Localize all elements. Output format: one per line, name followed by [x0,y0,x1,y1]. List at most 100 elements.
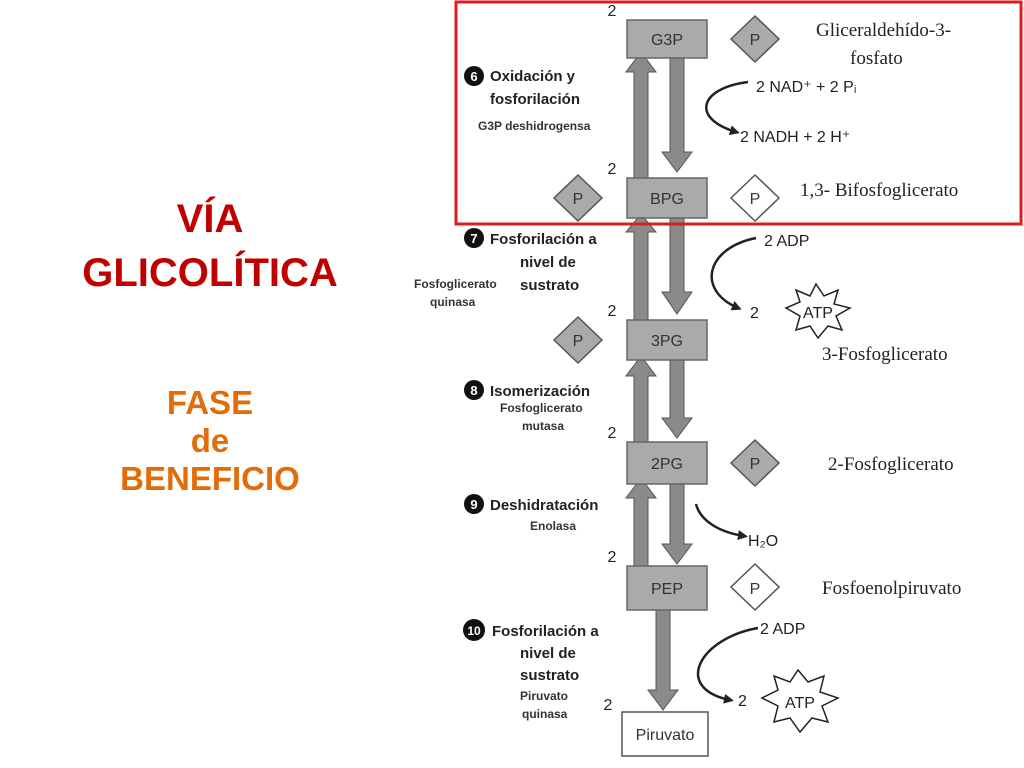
down-arrow-g3p-bpg [661,57,693,173]
step-10-output-coef: 2 [738,693,747,710]
phosphate-label: P [750,581,761,598]
down-arrow-3pg-2pg [661,359,693,439]
phosphate-label: P [573,191,584,208]
curve-arrow-step-10 [696,626,759,704]
step-6-enzyme: G3P deshidrogensa [478,119,591,133]
bpg-box: BPG [626,177,708,219]
stoichiometry-labels: 2 2 2 2 2 2 [604,3,617,714]
phosphate-label: P [750,456,761,473]
piruvato-box: Piruvato [621,711,709,757]
atp-label: ATP [803,305,833,322]
atp-burst-icon [784,282,852,340]
g3p-name-line-2: fosfato [850,48,903,69]
up-arrow-g3p-bpg [625,51,657,179]
pep-name: Fosfoenolpiruvato [822,578,961,599]
down-arrow-2pg-pep [661,483,693,565]
atp-star-step-10: ATP [760,668,840,734]
phosphate-diamond-3pg: P [552,315,604,365]
phosphate-diamond-2pg: P [729,438,781,488]
slide-title: VÍA GLICOLÍTICA [40,192,380,300]
atp-star-step-7: ATP [784,282,852,340]
up-arrow-bpg-3pg [624,213,658,321]
step-9: 9 Deshidratación Enolasa [464,494,598,533]
3pg-label: 3PG [651,333,683,350]
pep-box: PEP [626,565,708,611]
step-6-input: 2 NAD⁺ + 2 Pᵢ [756,79,856,96]
step-7-number: 7 [470,231,477,246]
phosphate-diamond-pep: P [729,562,781,612]
stoich-bpg: 2 [608,161,617,178]
atp-burst-icon [760,668,840,734]
stoich-piruvato: 2 [604,697,613,714]
2pg-name: 2-Fosfoglicerato [828,454,954,475]
step-8-title: Isomerización [490,383,590,400]
phosphate-diamond-g3p: P [729,14,781,64]
step-9-title: Deshidratación [490,497,598,514]
phosphate-diamond-bpg-left: P [552,173,604,223]
3pg-box: 3PG [626,319,708,361]
subtitle-line-1: FASE [166,384,254,421]
step-10-input: 2 ADP [760,621,805,638]
step-9-enzyme: Enolasa [530,519,576,533]
step-7: 7 Fosforilación a nivel de sustrato Fosf… [414,228,597,309]
phosphate-label: P [573,333,584,350]
title-line-2: GLICOLÍTICA [82,251,338,295]
step-7-title-2: nivel de [520,254,576,271]
bpg-name: 1,3- Bifosfoglicerato [800,180,958,201]
step-6-title-1: Oxidación y [490,68,576,85]
step-6-output: 2 NADH + 2 H⁺ [740,129,850,146]
down-arrow-bpg-3pg [661,217,693,315]
step-8-number: 8 [470,383,477,398]
stoich-2pg: 2 [608,425,617,442]
phosphate-label: P [750,32,761,49]
step-10-enzyme-1: Piruvato [520,689,568,703]
g3p-name-line-1: Gliceraldehído-3- [816,20,951,41]
highlight-box [454,0,1023,226]
step-7-input: 2 ADP [764,233,809,250]
step-10-title-1: Fosforilación a [492,623,599,640]
curve-arrow-step-6 [705,80,749,136]
step-7-title-3: sustrato [520,277,579,294]
2pg-box: 2PG [626,441,708,485]
step-9-output: H₂O [748,533,778,550]
g3p-label: G3P [651,32,683,49]
2pg-label: 2PG [651,456,683,473]
stoich-3pg: 2 [608,303,617,320]
metabolite-names: Gliceraldehído-3- fosfato 1,3- Bifosfogl… [800,20,961,599]
metabolite-boxes: G3P BPG 3PG 2PG PEP Piruvato [621,19,709,757]
step-6-title-2: fosforilación [490,91,580,108]
step-10-number: 10 [467,624,481,638]
up-arrow-3pg-2pg [625,355,657,443]
down-arrow-pep-piruvato [647,609,679,711]
subtitle-line-3: BENEFICIO [120,460,300,497]
curve-arrow-step-7 [710,236,757,311]
phosphate-groups: P P P P P P [552,14,781,612]
side-reactions [694,80,759,704]
g3p-box: G3P [626,19,708,59]
pathway-arrows [624,51,693,711]
up-arrow-2pg-pep [625,477,657,567]
reaction-labels: 2 NAD⁺ + 2 Pᵢ 2 NADH + 2 H⁺ 2 ADP 2 H₂O … [738,79,856,710]
phosphate-diamond-bpg-right: P [729,173,781,223]
curve-arrow-step-9 [694,503,748,541]
step-10-title-2: nivel de [520,645,576,662]
step-8-enzyme-2: mutasa [522,419,564,433]
stoich-g3p: 2 [608,3,617,20]
step-10: 10 Fosforilación a nivel de sustrato Pir… [463,619,599,721]
step-8: 8 Isomerización Fosfoglicerato mutasa [464,380,590,433]
step-7-enzyme-2: quinasa [430,295,476,309]
step-7-title-1: Fosforilación a [490,231,597,248]
step-10-title-3: sustrato [520,667,579,684]
3pg-name: 3-Fosfoglicerato [822,344,948,365]
atp-label: ATP [785,695,815,712]
piruvato-label: Piruvato [636,727,695,744]
step-8-enzyme-1: Fosfoglicerato [500,401,583,415]
stoich-pep: 2 [608,549,617,566]
step-6-number: 6 [470,69,477,84]
title-line-1: VÍA [176,197,244,241]
step-7-enzyme-1: Fosfoglicerato [414,277,497,291]
bpg-label: BPG [650,191,684,208]
step-6: 6 Oxidación y fosforilación G3P deshidro… [464,66,591,133]
step-7-output-coef: 2 [750,305,759,322]
